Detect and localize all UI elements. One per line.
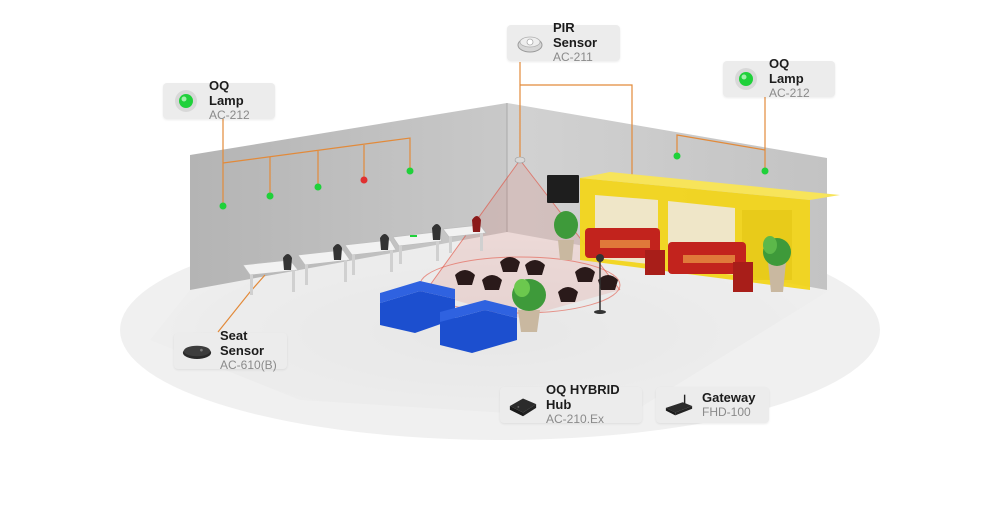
desk: [392, 224, 443, 264]
wall-lamps-right: [673, 152, 769, 175]
desk: [242, 254, 299, 295]
desk: [297, 244, 351, 285]
gateway-model: FHD-100: [702, 404, 751, 419]
green-lamp-icon: [171, 86, 201, 116]
seat-sensor-name: Seat Sensor: [220, 328, 265, 359]
plant: [512, 279, 546, 332]
seat-sensor-model: AC-610(B): [220, 358, 277, 373]
callout-pir-sensor: PIR Sensor AC-211: [507, 20, 620, 64]
callout-hybrid-hub: OQ HYBRID Hub AC-210.Ex: [500, 382, 642, 426]
wall-lamps-left: [219, 167, 414, 210]
wiring-pir: [519, 62, 633, 180]
green-lamp-icon: [731, 64, 761, 94]
callout-lamp-left: OQ Lamp AC-212: [163, 78, 275, 122]
lamp-right-model: AC-212: [769, 86, 810, 101]
pir-sensor-device: [514, 156, 526, 164]
blue-sofas: [380, 281, 517, 353]
callout-seat-sensor: Seat Sensor AC-610(B): [174, 328, 287, 372]
plant: [554, 211, 578, 260]
hybrid-hub-name: OQ HYBRID Hub: [546, 382, 620, 413]
left-wall: [190, 103, 507, 290]
hybrid-hub-model: AC-210.Ex: [546, 412, 605, 427]
wall-tv: [547, 175, 579, 203]
pir-sensor-icon: [515, 28, 545, 58]
hub-icon: [508, 390, 538, 420]
lounge-chairs: [455, 257, 618, 302]
lamp-left-model: AC-212: [209, 108, 250, 123]
desk: [442, 216, 487, 253]
plant: [763, 236, 791, 292]
pir-sensor-name: PIR Sensor: [553, 20, 598, 51]
gateway-icon: [664, 390, 694, 420]
gateway-name: Gateway: [702, 389, 756, 405]
callout-lamp-right: OQ Lamp AC-212: [723, 56, 835, 100]
lamp-right-name: OQ Lamp: [769, 56, 804, 87]
desk: [344, 234, 397, 275]
callout-gateway: Gateway FHD-100: [656, 387, 769, 423]
desk-row: [242, 216, 487, 295]
wiring-right: [676, 97, 766, 170]
lamp-left-name: OQ Lamp: [209, 78, 244, 109]
pir-sensor-model: AC-211: [553, 50, 593, 65]
seat-sensor-icon: [182, 336, 212, 366]
yellow-meeting-booths: [580, 172, 840, 292]
